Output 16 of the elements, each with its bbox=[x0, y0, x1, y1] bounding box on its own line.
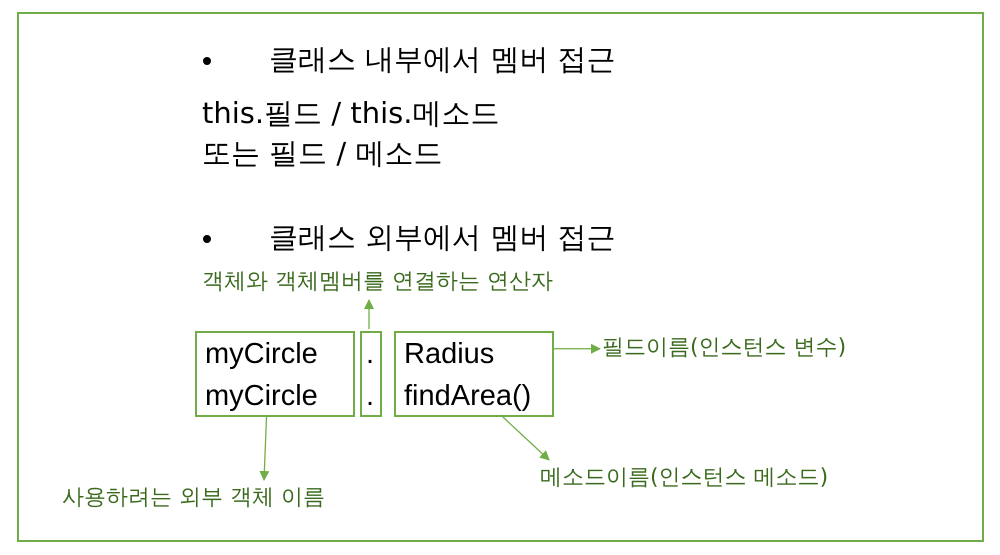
arrow bbox=[552, 344, 601, 354]
code-text: this.필드 / this.메소드 bbox=[202, 95, 500, 132]
frame bbox=[17, 12, 984, 542]
code-box: . . bbox=[360, 331, 382, 417]
code-text: 또는 필드 / 메소드 bbox=[202, 135, 442, 172]
code-box: myCircle myCircle bbox=[195, 331, 355, 417]
bullet-heading: 클래스 외부에서 멤버 접근 bbox=[269, 219, 616, 256]
annotation-text: 객체와 객체멤버를 연결하는 연산자 bbox=[202, 266, 662, 302]
arrow bbox=[259, 414, 270, 481]
arrow bbox=[500, 414, 550, 461]
annotation-text: 필드이름(인스턴스 변수) bbox=[602, 332, 922, 368]
annotation-text: 메소드이름(인스턴스 메소드) bbox=[540, 462, 910, 498]
code-box: Radius findArea() bbox=[394, 331, 554, 417]
bullet-heading: 클래스 내부에서 멤버 접근 bbox=[269, 41, 616, 78]
annotation-text: 사용하려는 외부 객체 이름 bbox=[62, 482, 402, 518]
arrow bbox=[364, 299, 374, 329]
